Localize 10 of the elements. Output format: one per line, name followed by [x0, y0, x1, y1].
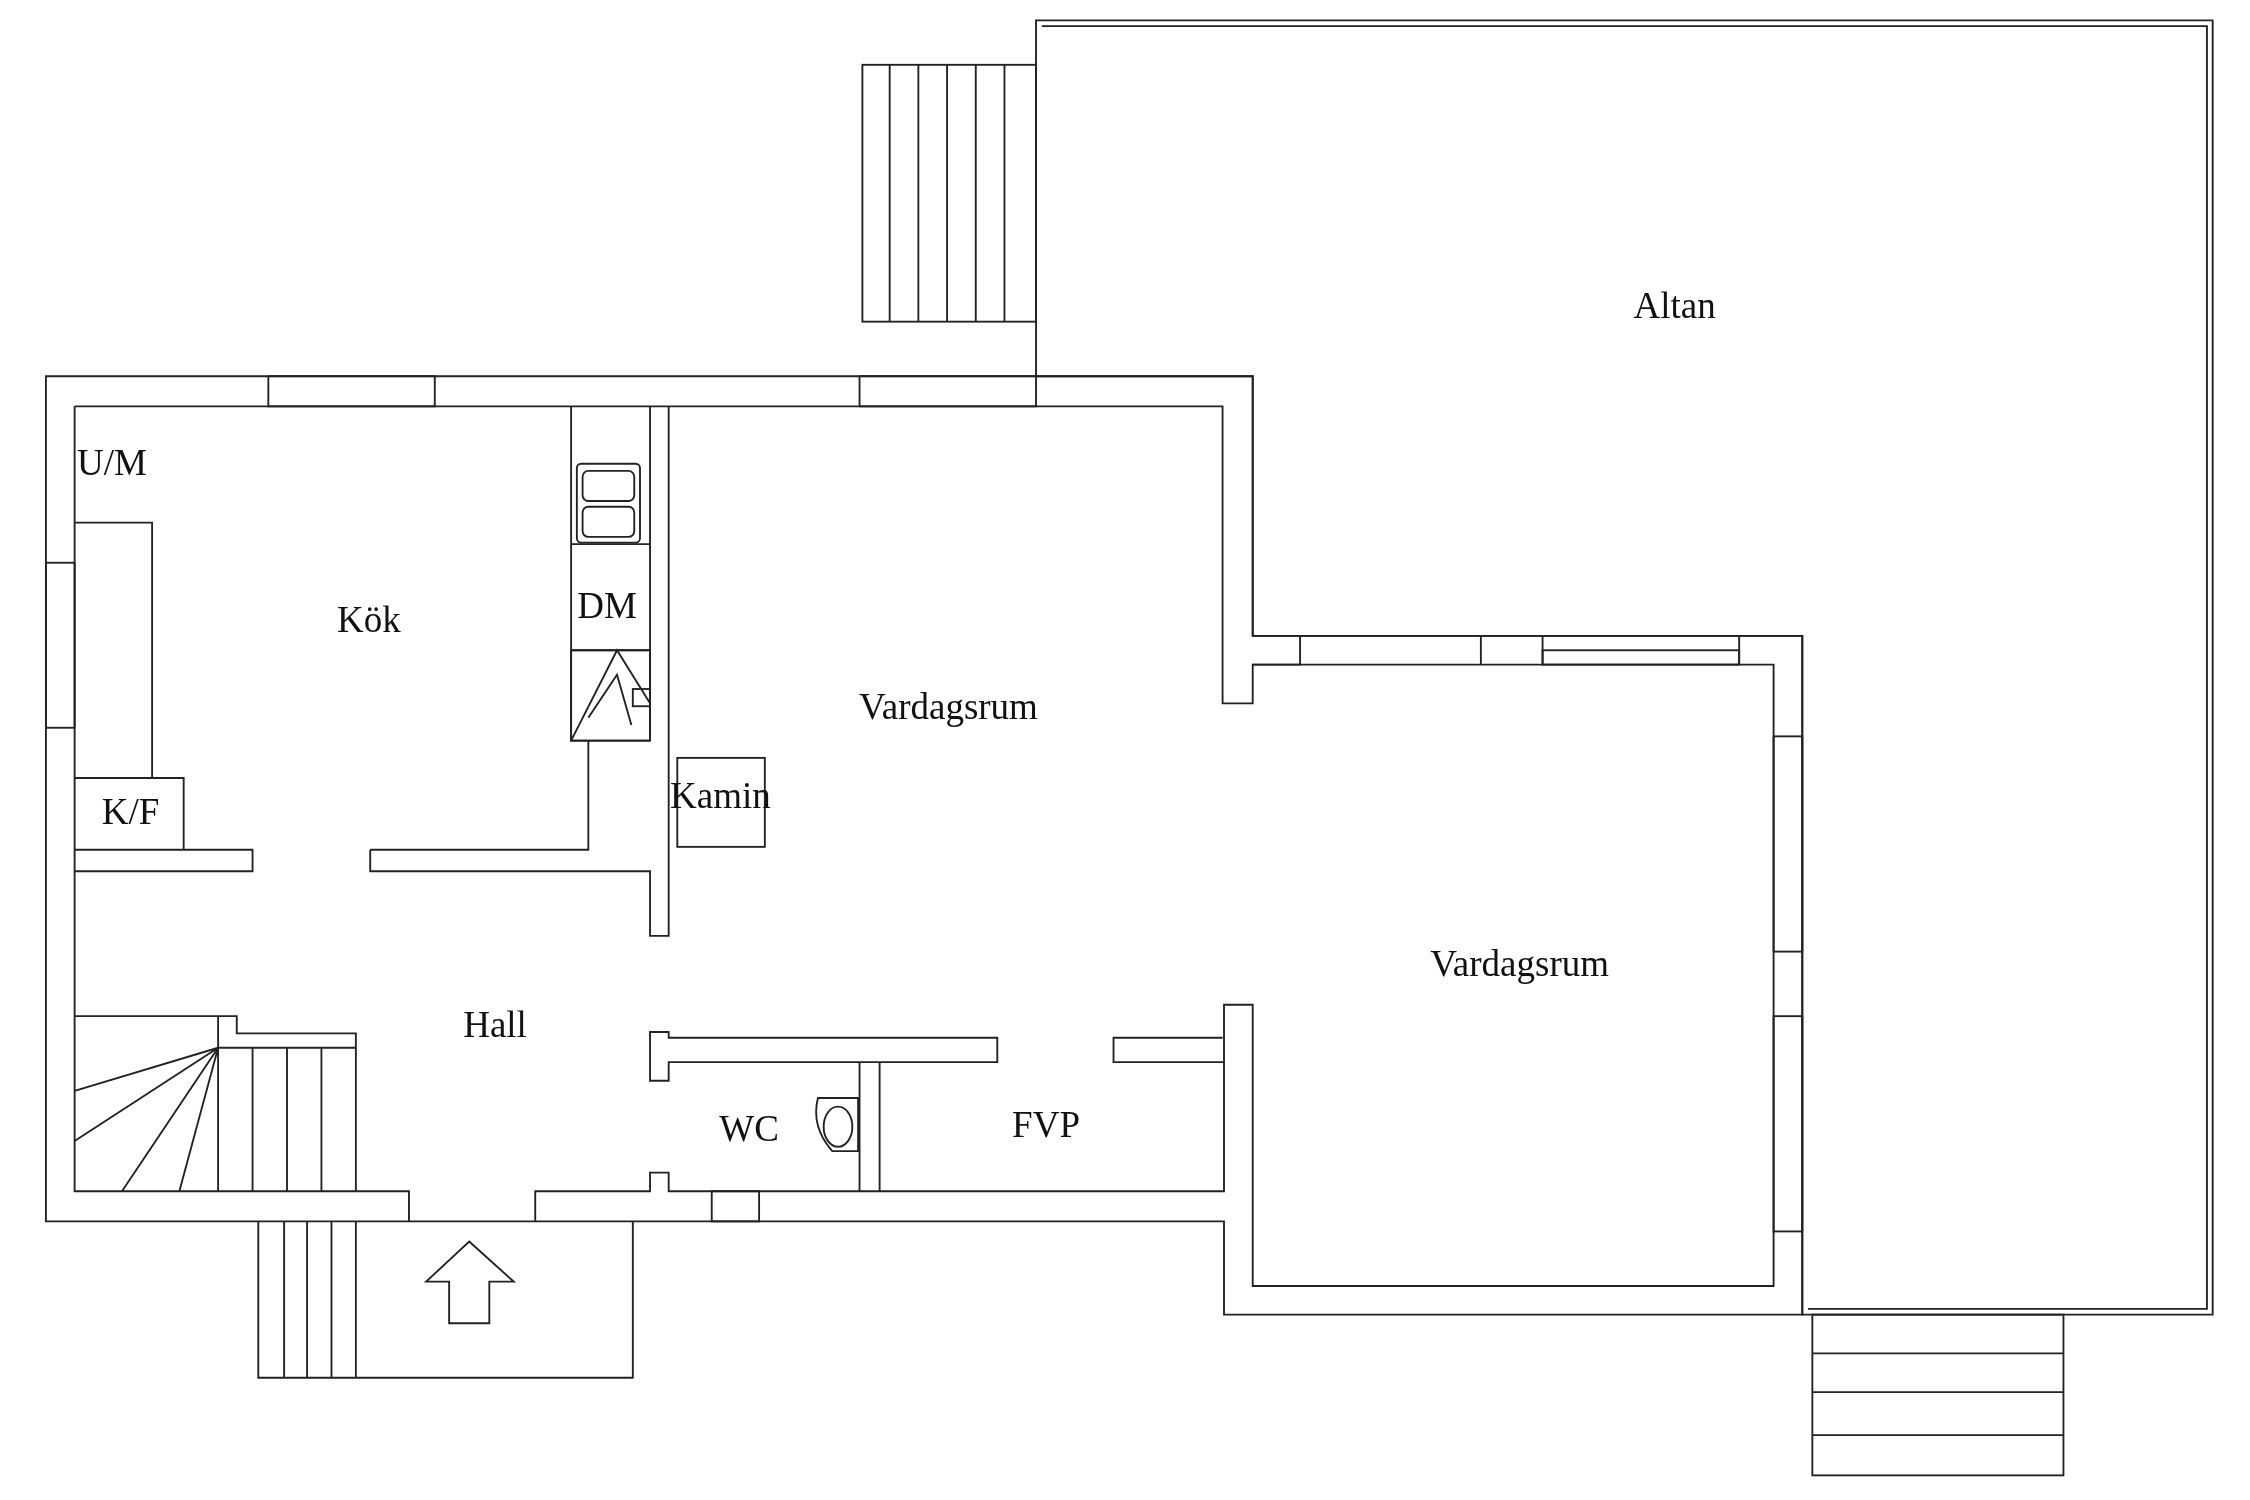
- room-label: Hall: [463, 1004, 527, 1045]
- room-label: WC: [719, 1108, 779, 1150]
- room-label: Vardagsrum: [859, 687, 1038, 728]
- room-label: Altan: [1633, 285, 1716, 326]
- appliance-label: U/M: [76, 443, 147, 484]
- appliance-label: K/F: [101, 791, 160, 833]
- room-label: FVP: [1012, 1104, 1080, 1146]
- appliance-label: DM: [577, 585, 637, 626]
- room-label: Kök: [336, 599, 401, 641]
- room-label: Vardagsrum: [1430, 943, 1609, 985]
